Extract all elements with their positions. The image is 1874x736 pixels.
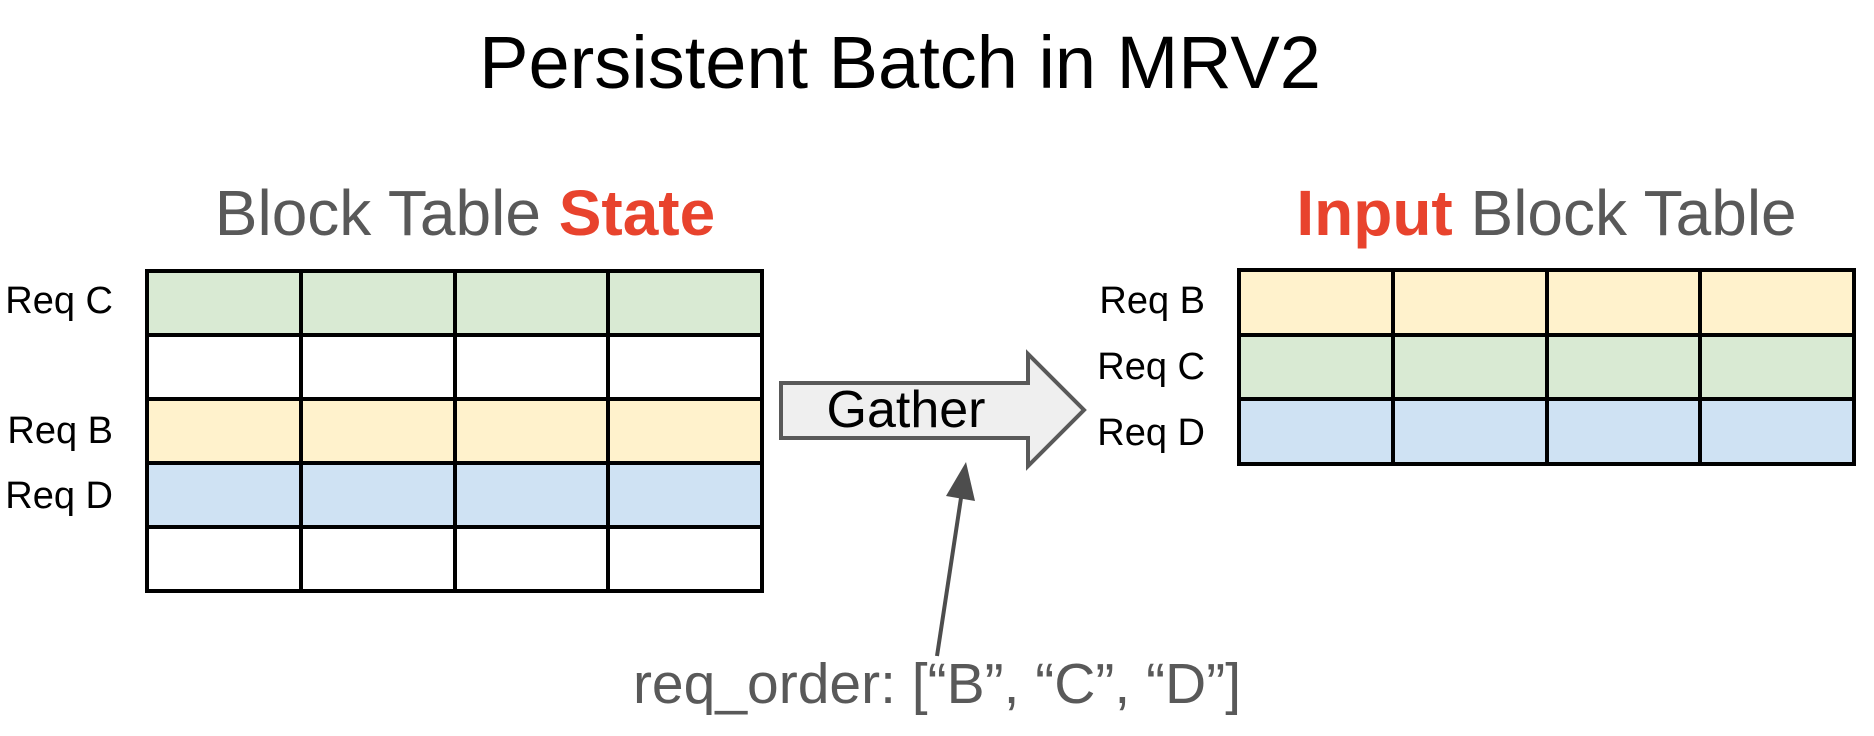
table-cell (454, 527, 609, 591)
table-cell (300, 463, 455, 527)
table-cell (608, 463, 762, 527)
table-cell (608, 335, 762, 399)
slide-title: Persistent Batch in MRV2 (479, 21, 1321, 104)
table-cell (147, 399, 301, 463)
table-cell (454, 335, 609, 399)
table-cell (1700, 399, 1854, 464)
table-cell (147, 271, 301, 335)
table-cell (1392, 399, 1547, 464)
table-cell (1700, 334, 1854, 400)
table-cell (300, 335, 455, 399)
table-cell (1546, 399, 1701, 464)
state-heading-highlight: State (558, 177, 716, 249)
input-heading-highlight: Input (1296, 177, 1453, 249)
table-cell (1239, 399, 1393, 464)
state-heading-prefix: Block Table (214, 177, 559, 249)
annotation-arrowhead (946, 462, 975, 501)
table-cell (1239, 334, 1393, 400)
table-cell (1546, 334, 1701, 400)
table-cell (300, 271, 455, 335)
table-cell (454, 399, 609, 463)
table-cell (1392, 334, 1547, 400)
state-block-table (145, 269, 764, 593)
table-cell (1700, 270, 1854, 335)
row-label: Req D (1097, 412, 1205, 454)
table-cell (1239, 270, 1393, 335)
table-cell (300, 527, 455, 591)
row-label: Req C (5, 280, 113, 322)
table-cell (608, 271, 762, 335)
row-label: Req D (5, 475, 113, 517)
req-order-annotation: req_order: [“B”, “C”, “D”] (632, 652, 1242, 716)
table-cell (300, 399, 455, 463)
table-cell (147, 527, 301, 591)
table-cell (608, 527, 762, 591)
table-cell (1546, 270, 1701, 335)
state-table-heading: Block Table State (145, 181, 785, 245)
input-heading-suffix: Block Table (1452, 177, 1797, 249)
row-label: Req B (1099, 280, 1205, 322)
input-block-table (1237, 268, 1856, 466)
table-cell (147, 463, 301, 527)
table-cell (147, 335, 301, 399)
annotation-arrow-line (935, 497, 963, 657)
input-table-heading: Input Block Table (1237, 181, 1856, 245)
table-cell (454, 271, 609, 335)
table-cell (1392, 270, 1547, 335)
row-label: Req C (1097, 346, 1205, 388)
gather-arrow-label: Gather (826, 381, 986, 439)
table-cell (454, 463, 609, 527)
row-label: Req B (7, 410, 113, 452)
table-cell (608, 399, 762, 463)
